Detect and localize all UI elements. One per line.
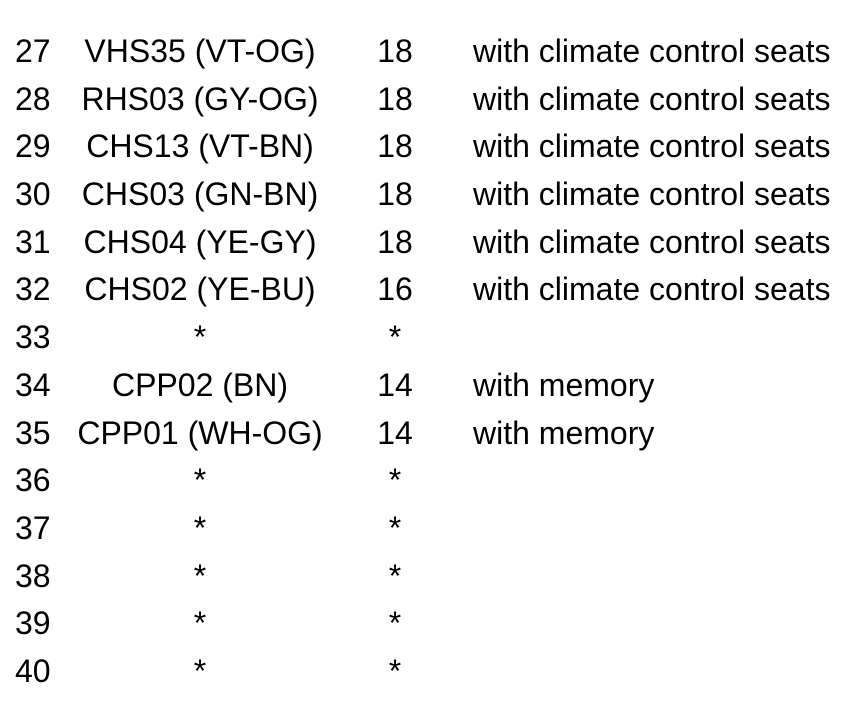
cell-number: 40 [15,652,51,689]
cell-code: CHS13 (VT-BN) [86,128,314,165]
table-row: 33 * * [15,314,857,362]
cell-quantity: 16 [377,271,413,308]
cell-number: 30 [15,176,51,213]
cell-note: with climate control seats [473,223,831,260]
table-row: 39 * * [15,600,857,648]
cell-code: CHS02 (YE-BU) [84,271,316,308]
cell-note: with climate control seats [473,176,831,213]
cell-quantity: * [388,557,402,594]
cell-quantity: 18 [377,128,413,165]
cell-quantity: * [388,319,402,356]
cell-note [455,457,857,505]
cell-note: with climate control seats [473,271,831,308]
cell-quantity: 18 [377,80,413,117]
cell-code: CPP01 (WH-OG) [77,414,323,451]
cell-number: 34 [15,366,51,403]
cell-quantity: * [388,652,402,689]
cell-code: * [193,462,207,499]
cell-note: with memory [473,366,655,403]
table-row: 38 * * [15,553,857,601]
cell-quantity: * [388,462,402,499]
cell-note [455,505,857,553]
table-row: 32 CHS02 (YE-BU) 16 with climate control se… [15,266,857,314]
cell-note [455,553,857,601]
cell-note [455,314,857,362]
cell-code: * [193,509,207,546]
cell-number: 31 [15,223,51,260]
table-row: 35 CPP01 (WH-OG) 14 with memory [15,410,857,458]
cell-quantity: 18 [377,33,413,69]
table-row: 31 CHS04 (YE-GY) 18 with climate control se… [15,219,857,267]
cell-code: * [193,652,207,689]
cell-quantity: 18 [377,223,413,260]
cell-code: RHS03 (GY-OG) [81,80,319,117]
cell-number: 39 [15,605,51,642]
cell-number: 32 [15,271,51,308]
cell-quantity: 14 [377,366,413,403]
cell-number: 38 [15,557,51,594]
cell-note [455,648,857,696]
cell-number: 27 [15,33,51,69]
parts-table: 27 VHS35 (VT-OG) 18 with climate control se… [0,28,857,696]
cell-note: with climate control seats [473,80,831,117]
cell-code: CHS04 (YE-GY) [83,223,317,260]
cell-number: 33 [15,319,51,356]
cell-code: * [193,319,207,356]
cell-code: CHS03 (GN-BN) [81,176,319,213]
table-row: 30 CHS03 (GN-BN) 18 with climate control se… [15,171,857,219]
cell-note [455,600,857,648]
cell-number: 29 [15,128,51,165]
cell-code: CPP02 (BN) [111,366,289,403]
cell-number: 36 [15,462,51,499]
cell-note: with memory [473,414,655,451]
table-row: 27 VHS35 (VT-OG) 18 with climate control se… [15,28,857,76]
cell-quantity: * [388,509,402,546]
cell-quantity: 14 [377,414,413,451]
cell-code: * [193,605,207,642]
table-row: 36 * * [15,457,857,505]
cell-code: * [193,557,207,594]
table-row: 28 RHS03 (GY-OG) 18 with climate control se… [15,76,857,124]
table-row: 34 CPP02 (BN) 14 with memory [15,362,857,410]
cell-note: with climate control seats [473,128,831,165]
cell-note: with climate control seats [473,33,831,69]
table-row: 37 * * [15,505,857,553]
cell-quantity: * [388,605,402,642]
cell-number: 28 [15,80,51,117]
cell-number: 35 [15,414,51,451]
table-row: 29 CHS13 (VT-BN) 18 with climate control se… [15,123,857,171]
table-row: 40 * * [15,648,857,696]
cell-quantity: 18 [377,176,413,213]
cell-number: 37 [15,509,51,546]
cell-code: VHS35 (VT-OG) [84,33,316,69]
